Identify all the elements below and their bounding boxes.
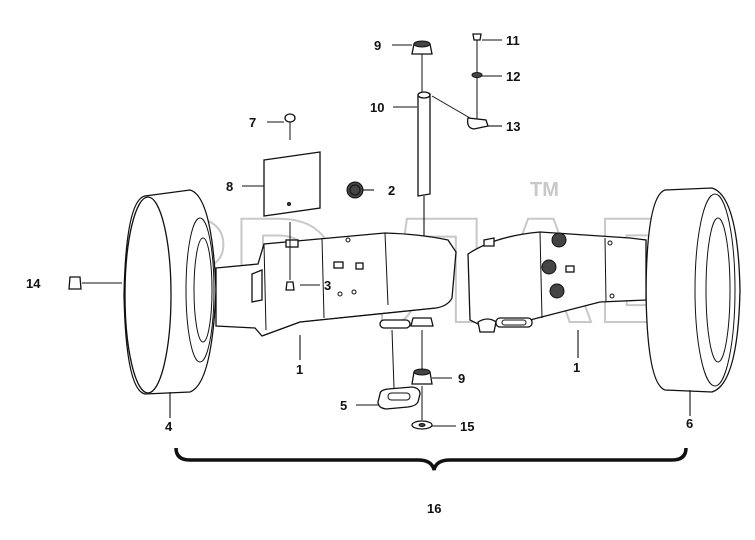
right-wheel bbox=[645, 187, 741, 393]
callout-13: 13 bbox=[506, 119, 520, 134]
callout-10: 10 bbox=[370, 100, 384, 115]
callout-5: 5 bbox=[340, 398, 347, 413]
callout-labels: 1 1 2 3 4 5 6 7 8 9 9 10 11 12 13 14 15 … bbox=[26, 33, 693, 516]
bushing-9-bottom bbox=[410, 317, 434, 385]
callout-9-top: 9 bbox=[374, 38, 381, 53]
callout-7: 7 bbox=[249, 115, 256, 130]
callout-1-left: 1 bbox=[296, 362, 303, 377]
watermark-tm: TM bbox=[530, 179, 559, 201]
callout-8: 8 bbox=[226, 179, 233, 194]
callout-15: 15 bbox=[460, 419, 474, 434]
callout-16: 16 bbox=[427, 501, 441, 516]
left-wheel bbox=[123, 189, 217, 395]
clamp-13 bbox=[431, 78, 489, 130]
callout-12: 12 bbox=[506, 69, 520, 84]
screw-11 bbox=[472, 33, 482, 72]
callout-4: 4 bbox=[165, 419, 173, 434]
pad-5 bbox=[377, 319, 421, 410]
callout-3: 3 bbox=[324, 278, 331, 293]
bolt-7 bbox=[284, 113, 296, 140]
callout-14: 14 bbox=[26, 276, 41, 291]
callout-9-bottom: 9 bbox=[458, 371, 465, 386]
callout-1-right: 1 bbox=[573, 360, 580, 375]
callout-11: 11 bbox=[506, 33, 520, 48]
right-axle-housing bbox=[467, 231, 647, 333]
fitting-3 bbox=[285, 222, 295, 291]
cover-plate bbox=[263, 151, 321, 217]
cover-plate-rivet bbox=[287, 202, 291, 206]
left-axle-housing bbox=[215, 232, 457, 337]
plug-2 bbox=[346, 181, 364, 199]
callout-2: 2 bbox=[388, 183, 395, 198]
washer-12 bbox=[471, 72, 483, 78]
brace-16 bbox=[174, 447, 688, 471]
leader-lines bbox=[169, 39, 691, 427]
cap-9-top bbox=[411, 40, 433, 92]
callout-6: 6 bbox=[686, 416, 693, 431]
tube-10 bbox=[417, 91, 431, 236]
nut-14 bbox=[68, 276, 122, 290]
